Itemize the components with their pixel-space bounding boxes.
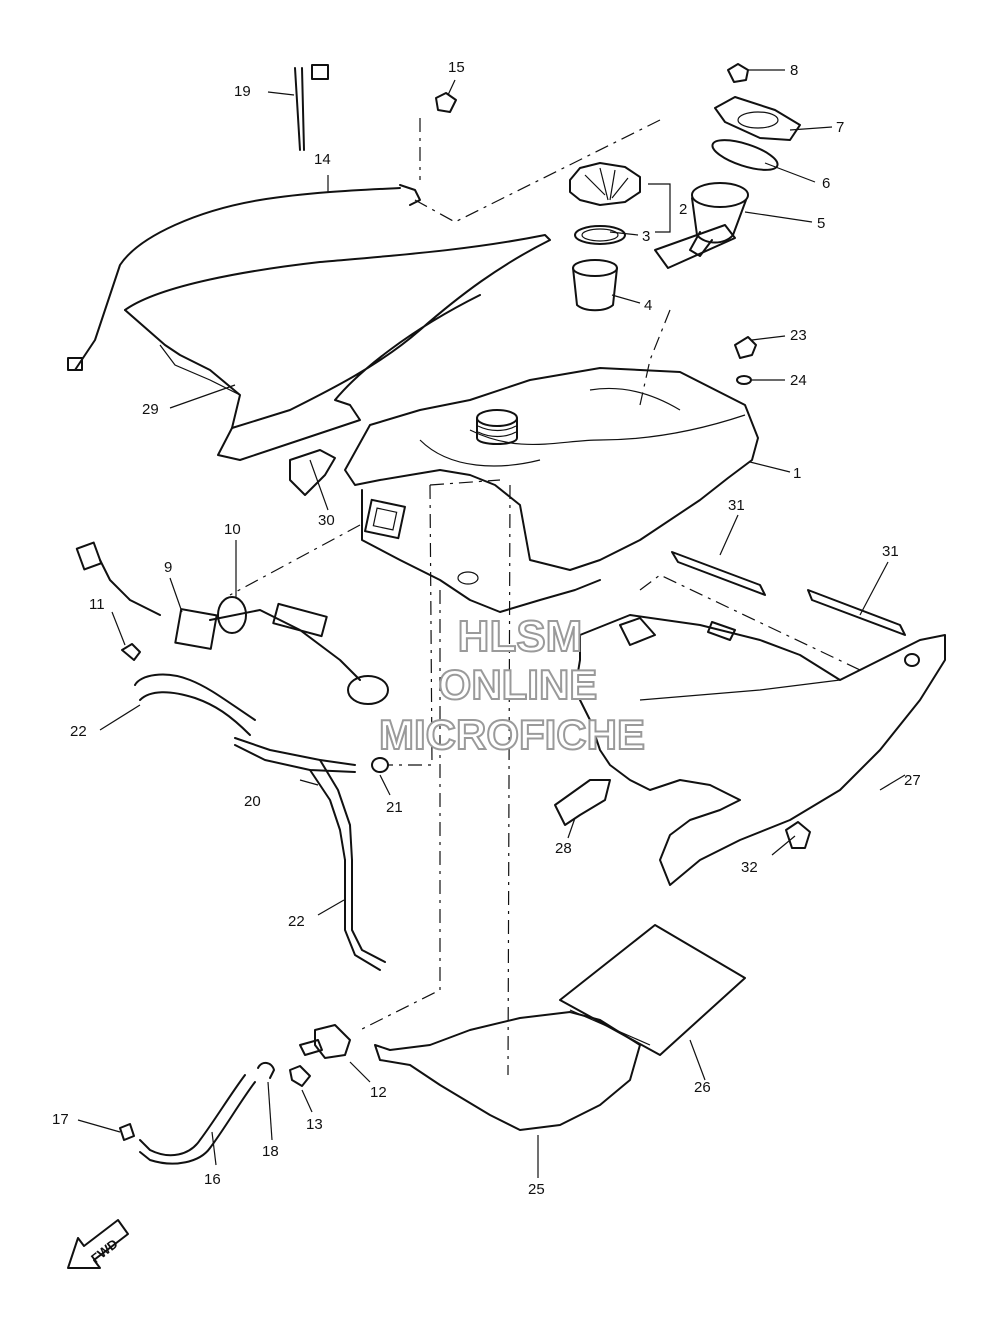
callout-19: 19	[234, 83, 251, 100]
callout-14: 14	[314, 151, 331, 168]
callout-26: 26	[694, 1079, 711, 1096]
cap-gasket	[574, 225, 626, 245]
callout-31-left: 31	[728, 497, 745, 514]
bolt-32	[785, 821, 811, 849]
fuel-pump	[654, 182, 749, 269]
callout-17: 17	[52, 1111, 69, 1128]
callout-5: 5	[817, 215, 825, 232]
callout-29: 29	[142, 401, 159, 418]
callout-15: 15	[448, 59, 465, 76]
fuel-cock	[299, 1024, 351, 1059]
fuel-cap	[569, 162, 641, 206]
callout-4: 4	[644, 297, 652, 314]
wire-band-19	[294, 64, 329, 151]
callout-2: 2	[679, 201, 687, 218]
callout-11: 11	[89, 596, 105, 613]
screw-13	[289, 1065, 311, 1087]
callout-21: 21	[386, 799, 403, 816]
callout-25: 25	[528, 1181, 545, 1198]
callout-12: 12	[370, 1084, 387, 1101]
callout-22-upper: 22	[70, 723, 87, 740]
clamp-15	[435, 92, 457, 113]
watermark-line-2: ONLINE	[439, 661, 598, 708]
leader-lines	[77, 69, 906, 1178]
washer-24	[736, 375, 752, 385]
clip-17	[119, 1123, 135, 1141]
callout-31-right: 31	[882, 543, 899, 560]
fwd-label: FWD	[88, 1236, 121, 1266]
bolt-23	[734, 336, 757, 359]
hose-22-upper	[134, 673, 256, 736]
callout-13: 13	[306, 1116, 323, 1133]
protector-25	[374, 1011, 641, 1131]
callout-3: 3	[642, 228, 650, 245]
filler-neck	[572, 259, 618, 312]
hose-22-lower	[344, 859, 386, 971]
side-cover-left	[124, 234, 551, 461]
wire-harness-14	[67, 184, 421, 371]
cover-28	[554, 779, 611, 826]
callout-32: 32	[741, 859, 758, 876]
connection-lines	[229, 118, 861, 1076]
hose-16	[139, 1074, 256, 1165]
callout-16: 16	[204, 1171, 221, 1188]
callout-labels: 1 2 3 4 5 6 7 8 9 10 11 12 13 14 15 16 1…	[52, 59, 921, 1198]
callout-30: 30	[318, 512, 335, 529]
callout-28: 28	[555, 840, 572, 857]
callout-23: 23	[790, 327, 807, 344]
callout-1: 1	[793, 465, 801, 482]
clip-18	[257, 1062, 275, 1079]
fwd-arrow: FWD	[67, 1219, 129, 1269]
pump-plate	[714, 96, 801, 141]
callout-6: 6	[822, 175, 830, 192]
callout-9: 9	[164, 559, 172, 576]
callout-8: 8	[790, 62, 798, 79]
protector-26	[559, 924, 746, 1056]
callout-20: 20	[244, 793, 261, 810]
callout-7: 7	[836, 119, 844, 136]
callout-10: 10	[224, 521, 241, 538]
side-cover-right	[574, 614, 946, 886]
callout-24: 24	[790, 372, 807, 389]
fuel-tank	[344, 367, 759, 613]
watermark-line-3: MICROFICHE	[379, 711, 645, 758]
screw-11	[121, 643, 141, 661]
plug-21	[371, 757, 389, 773]
pump-gasket	[711, 139, 779, 171]
pump-nut	[727, 63, 749, 83]
fuel-sender	[75, 541, 389, 705]
hose-20	[234, 737, 356, 861]
watermark-line-1: HLSM	[458, 612, 583, 661]
strip-31-left	[671, 551, 766, 596]
watermark: HLSM ONLINE MICROFICHE	[378, 611, 646, 759]
o-ring-10	[217, 596, 247, 634]
callout-18: 18	[262, 1143, 279, 1160]
strip-31-right	[807, 589, 906, 636]
callout-27: 27	[904, 772, 921, 789]
cover-30	[289, 449, 336, 496]
callout-22-lower: 22	[288, 913, 305, 930]
